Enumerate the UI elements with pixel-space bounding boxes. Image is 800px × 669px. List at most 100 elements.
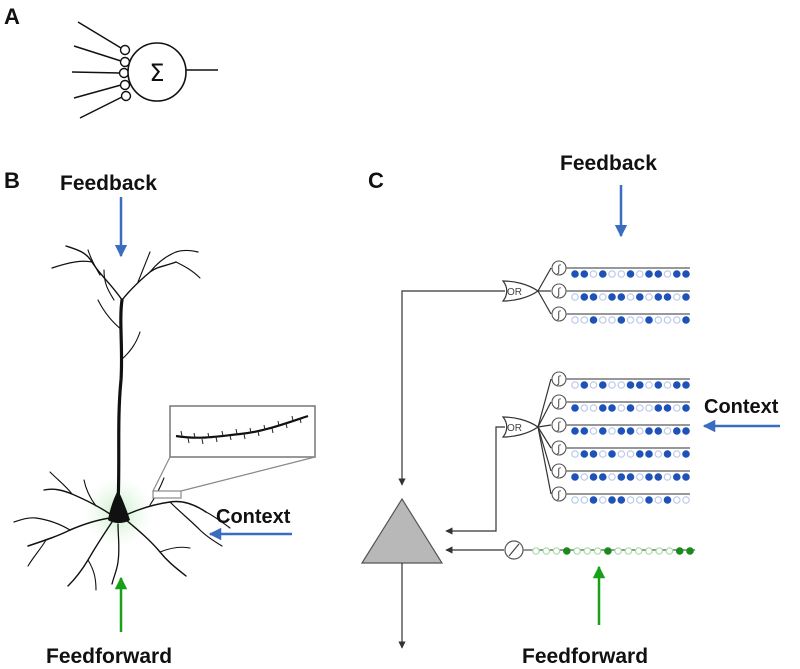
inactive-synapse: [635, 316, 644, 324]
input-synapse: [120, 90, 132, 102]
feedback-segments: ʃʃʃ: [551, 260, 690, 324]
feedback-branch-wire: [537, 290, 552, 315]
panel-b: B Feedback: [4, 168, 316, 668]
active-synapse: [626, 381, 635, 389]
inactive-synapse: [654, 496, 663, 504]
inactive-synapse: [571, 496, 579, 504]
threshold-glyph: ʃ: [556, 490, 561, 501]
threshold-glyph: ʃ: [556, 264, 561, 275]
active-synapse: [682, 404, 690, 412]
inactive-synapse: [635, 473, 644, 481]
context-to-neuron-wire: [445, 426, 505, 535]
inactive-synapse: [645, 404, 653, 412]
inactive-synapse: [635, 427, 644, 435]
inactive-synapse: [682, 496, 690, 504]
active-synapse: [626, 427, 635, 435]
active-synapse: [645, 473, 653, 481]
c-context-label: Context: [704, 396, 779, 418]
apical-tuft-branch: [51, 260, 93, 269]
inactive-ff-synapse: [583, 547, 592, 555]
inactive-synapse: [608, 316, 616, 324]
context-branch-wire: [537, 426, 552, 472]
active-synapse: [654, 293, 663, 301]
summation-symbol: Σ: [149, 59, 164, 87]
inactive-synapse: [598, 496, 607, 504]
active-synapse: [654, 404, 663, 412]
active-synapse: [663, 496, 672, 504]
active-synapse: [589, 316, 598, 324]
threshold-glyph: ʃ: [556, 444, 561, 455]
inactive-synapse: [617, 270, 626, 278]
active-synapse: [645, 496, 653, 504]
inactive-synapse: [617, 404, 626, 412]
inactive-synapse: [580, 496, 589, 504]
basal-dendrite: [111, 523, 120, 585]
active-synapse: [654, 473, 663, 481]
active-synapse: [682, 427, 690, 435]
inactive-ff-synapse: [655, 547, 664, 555]
inactive-synapse: [580, 473, 589, 481]
inactive-synapse: [608, 381, 616, 389]
inactive-synapse: [626, 496, 635, 504]
inactive-ff-synapse: [532, 547, 540, 555]
feedback-branch-wire: [537, 267, 552, 292]
inactive-synapse: [635, 270, 644, 278]
active-synapse: [645, 450, 653, 458]
inactive-ff-synapse: [614, 547, 622, 555]
context-branch-wire: [537, 424, 552, 428]
inactive-synapse: [645, 381, 653, 389]
active-synapse: [598, 270, 607, 278]
active-synapse: [580, 381, 589, 389]
active-synapse: [580, 270, 589, 278]
active-synapse: [654, 427, 663, 435]
dendritic-segment: ʃ: [551, 486, 690, 504]
inactive-synapse: [672, 496, 681, 504]
inactive-synapse: [635, 404, 644, 412]
active-synapse: [589, 473, 598, 481]
active-synapse: [617, 427, 626, 435]
apical-tuft-branch: [103, 269, 115, 301]
active-synapse: [626, 404, 635, 412]
inactive-synapse: [663, 473, 672, 481]
zoom-connector: [152, 456, 171, 492]
threshold-glyph: ʃ: [556, 421, 561, 432]
inactive-synapse: [617, 381, 626, 389]
active-synapse: [682, 270, 690, 278]
active-synapse: [589, 293, 598, 301]
inactive-synapse: [672, 404, 681, 412]
soma: [108, 490, 130, 523]
basal-dendrite: [159, 546, 191, 553]
active-ff-synapse: [604, 547, 612, 555]
active-synapse: [672, 270, 681, 278]
inactive-synapse: [617, 450, 626, 458]
zoomed-dendrite-segment: [175, 414, 309, 439]
inactive-ff-synapse: [665, 547, 674, 555]
active-ff-synapse: [686, 547, 694, 555]
active-synapse: [608, 293, 616, 301]
active-synapse: [682, 316, 690, 324]
active-synapse: [682, 293, 690, 301]
panel-b-letter: B: [4, 168, 20, 193]
inactive-synapse: [672, 450, 681, 458]
apical-tuft-branch: [175, 261, 201, 279]
panel-a: A Σ: [4, 4, 218, 119]
inactive-synapse: [598, 450, 607, 458]
active-synapse: [663, 450, 672, 458]
inactive-synapse: [663, 316, 672, 324]
inactive-synapse: [626, 450, 635, 458]
inactive-synapse: [598, 316, 607, 324]
active-synapse: [571, 473, 579, 481]
input-synapse: [118, 67, 130, 79]
linear-unit-slash: [508, 543, 520, 557]
apical-oblique: [97, 299, 123, 331]
context-branch-wire: [537, 401, 552, 428]
threshold-glyph: ʃ: [556, 287, 561, 298]
input-line: [73, 45, 122, 62]
inactive-synapse: [580, 316, 589, 324]
basal-dendrite: [13, 517, 71, 531]
inactive-synapse: [571, 381, 579, 389]
basal-dendrite: [205, 511, 231, 529]
